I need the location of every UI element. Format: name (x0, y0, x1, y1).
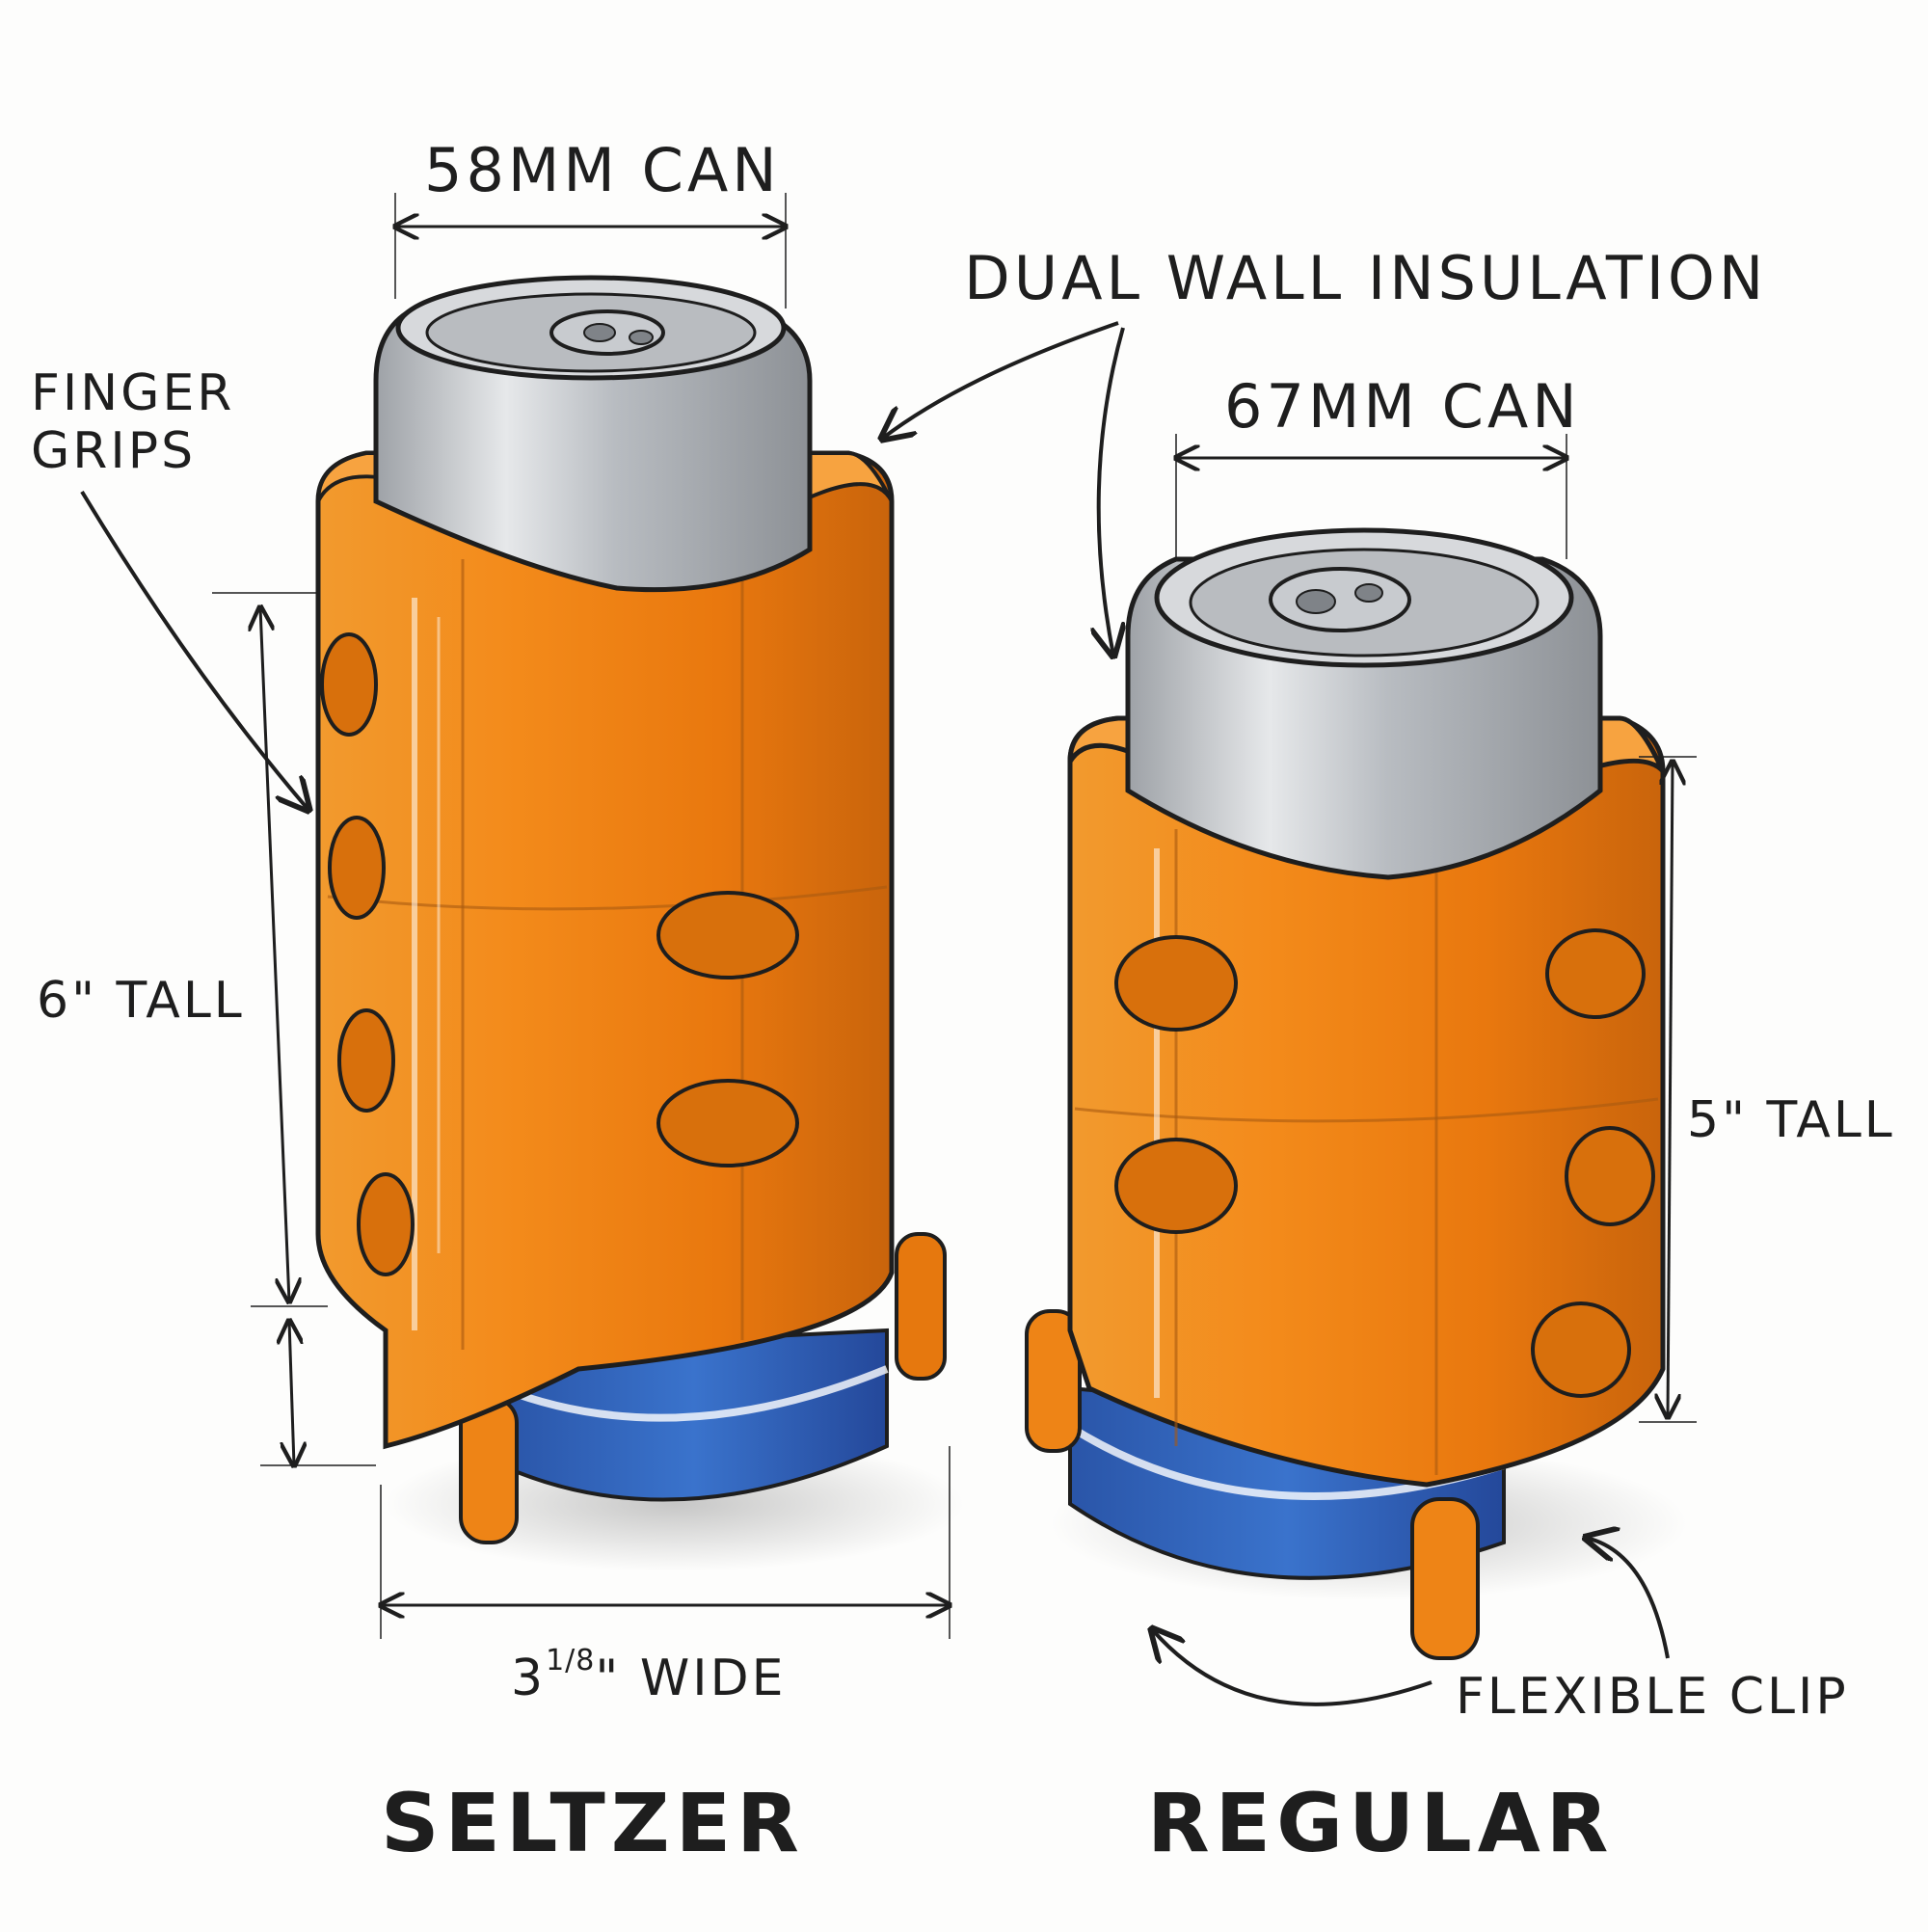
dimension-lines (212, 193, 1697, 1639)
regular-finger-grips (1114, 928, 1655, 1398)
insulation-label: DUAL WALL INSULATION (964, 243, 1768, 313)
seltzer-clip-right (895, 1232, 947, 1381)
regular-clip-left (1025, 1309, 1082, 1453)
regular-clip-right (1410, 1497, 1480, 1660)
base-width-fraction: 1/8 (546, 1644, 596, 1677)
flexible-clip-label: FLEXIBLE CLIP (1456, 1668, 1849, 1726)
seltzer-finger-grips (320, 632, 799, 1276)
seltzer-koozie (315, 275, 964, 1571)
base-width-whole: 3 (511, 1650, 547, 1707)
finger-grips-label-line2: GRIPS (31, 422, 197, 480)
regular-koozie (1025, 527, 1687, 1660)
regular-title: REGULAR (1147, 1776, 1615, 1870)
seltzer-can-width-label: 58MM CAN (424, 135, 781, 205)
base-width-rest: " WIDE (595, 1650, 787, 1707)
regular-height-label: 5" TALL (1687, 1091, 1895, 1149)
seltzer-title: SELTZER (381, 1776, 805, 1870)
finger-grips-label-line1: FINGER (31, 364, 235, 422)
leader-arrows (80, 321, 1670, 1706)
regular-can-width-label: 67MM CAN (1224, 371, 1581, 442)
base-width-label: 31/8" WIDE (511, 1644, 786, 1707)
regular-pull-tab (1269, 567, 1411, 632)
seltzer-sleeve (315, 450, 895, 1450)
seltzer-height-label: 6" TALL (37, 972, 245, 1030)
